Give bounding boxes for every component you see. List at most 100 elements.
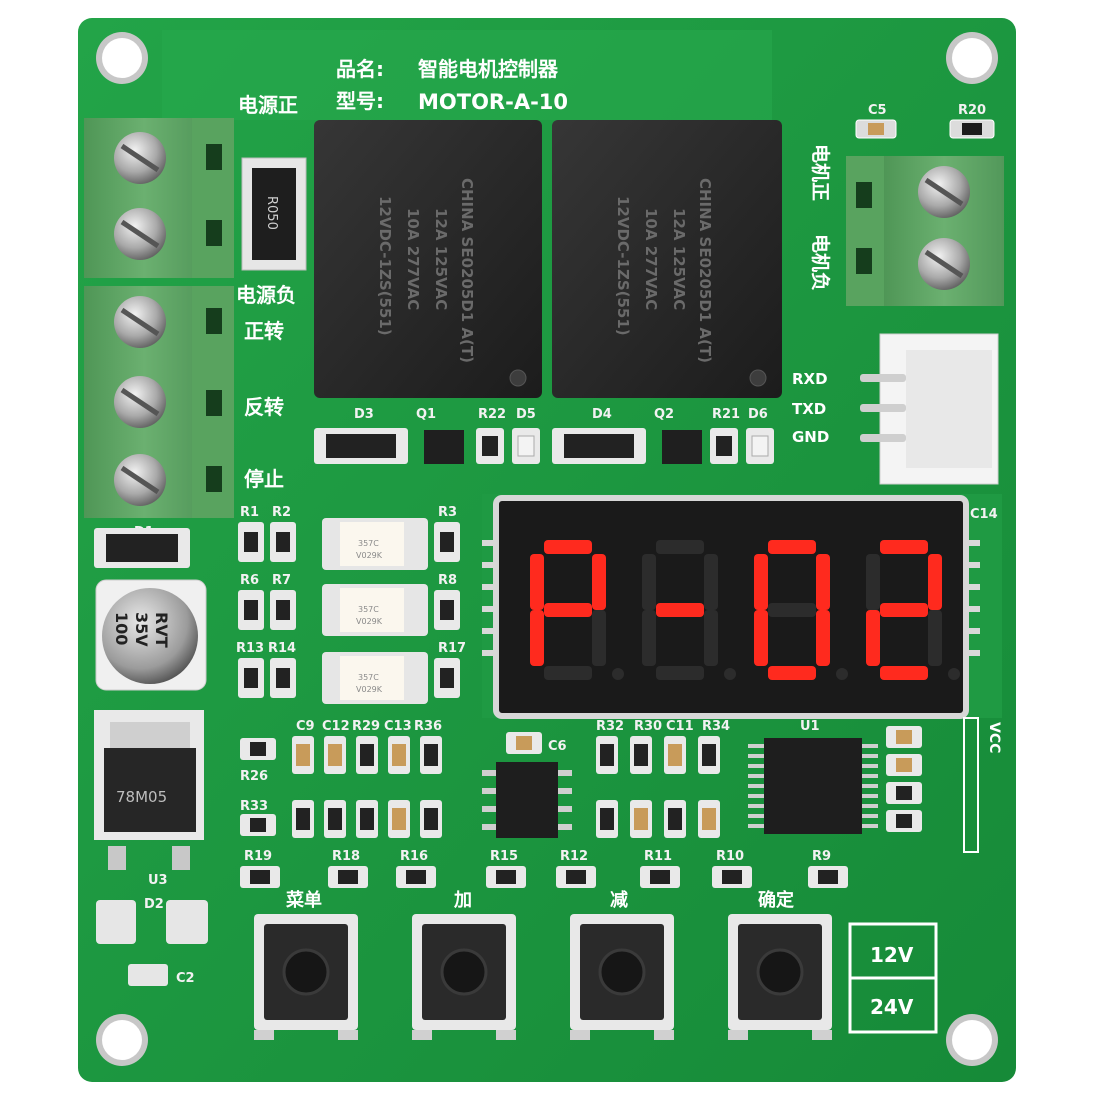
digit-2-segment-a [656, 540, 704, 554]
cap-line3: RVT [152, 612, 171, 648]
display-pins-left [482, 540, 496, 656]
label-r32: R32 [596, 719, 624, 734]
resistor-body [818, 870, 838, 884]
relay-1-line2: 10A 277VAC [404, 208, 422, 310]
resistor-body [722, 870, 742, 884]
opto-resistor-bodies [244, 532, 454, 688]
digit-1-segment-c [592, 610, 606, 666]
label-r36: R36 [414, 719, 442, 734]
label-r22: R22 [478, 407, 506, 422]
relay-2-line3: 12A 125VAC [670, 208, 688, 310]
label-d2: D2 [144, 897, 164, 912]
resistor-body [496, 870, 516, 884]
resistor-body [650, 870, 670, 884]
label-r13: R13 [236, 641, 264, 656]
transistor-q2 [662, 430, 702, 464]
digit-2-segment-b [704, 554, 718, 610]
label-d3: D3 [354, 407, 374, 422]
optocoupler-2: 357C V029K [322, 584, 428, 636]
relay-1: 12VDC-1ZS(551) 10A 277VAC 12A 125VAC CHI… [314, 120, 542, 398]
label-c5: C5 [868, 103, 887, 118]
resistor-body [406, 870, 426, 884]
shunt-resistor-marking: R050 [264, 196, 279, 230]
label-r17: R17 [438, 641, 466, 656]
resistor-body [250, 870, 270, 884]
label-u1: U1 [800, 719, 820, 734]
digit-3-segment-d [768, 666, 816, 680]
digit-3-segment-c [816, 610, 830, 666]
label-c13: C13 [384, 719, 412, 734]
relay-1-line3: 12A 125VAC [432, 208, 450, 310]
label-d4: D4 [592, 407, 612, 422]
op-amp-ic [482, 732, 572, 838]
button-confirm-label: 确定 [758, 889, 794, 911]
svg-text:357C: 357C [358, 673, 379, 682]
voltage-selector-box [848, 922, 938, 1034]
relay-2-line4: CHINA SE0205D1 A(T) [696, 178, 714, 363]
control-terminal-block [84, 286, 234, 518]
relay-1-line4: CHINA SE0205D1 A(T) [458, 178, 476, 363]
digit-4-segment-a [880, 540, 928, 554]
label-r11: R11 [644, 849, 672, 864]
button-plus-label: 加 [453, 890, 472, 911]
label-r6: R6 [240, 573, 259, 588]
label-d5: D5 [516, 407, 536, 422]
label-r14: R14 [268, 641, 296, 656]
diode-d2-right [166, 900, 208, 944]
digit-3-segment-f [754, 554, 768, 610]
regulator-marking: 78M05 [116, 788, 167, 806]
digit-4-segment-e [866, 610, 880, 666]
resistor-body [338, 870, 358, 884]
label-motor-negative: 电机负 [809, 234, 832, 291]
digit-1-segment-e [530, 610, 544, 666]
relay-2-line1: 12VDC-1ZS(551) [614, 196, 632, 336]
display-digits [530, 540, 960, 680]
digit-1-segment-a [544, 540, 592, 554]
mounting-holes [96, 32, 998, 1066]
power-terminal-block [84, 118, 234, 278]
label-stop: 停止 [244, 467, 284, 491]
smd-cluster-left [240, 736, 442, 838]
digit-3-segment-a [768, 540, 816, 554]
relay-2: 12VDC-1ZS(551) 10A 277VAC 12A 125VAC CHI… [552, 120, 782, 398]
optocoupler-1: 357C V029K [322, 518, 428, 570]
button-minus[interactable] [570, 914, 674, 1040]
label-r9: R9 [812, 849, 831, 864]
button-confirm[interactable] [728, 914, 832, 1040]
label-r34: R34 [702, 719, 730, 734]
right-caps-column [886, 717, 979, 853]
label-gnd: GND [792, 428, 829, 446]
label-c12: C12 [322, 719, 350, 734]
shunt-resistor: R050 [241, 157, 307, 271]
digit-2-segment-e [642, 610, 656, 666]
display-pins-right [966, 540, 980, 656]
label-reverse: 反转 [244, 395, 284, 419]
label-d6: D6 [748, 407, 768, 422]
label-c6: C6 [548, 739, 567, 754]
digit-4-segment-c [928, 610, 942, 666]
svg-text:357C: 357C [358, 539, 379, 548]
label-c2: C2 [176, 971, 195, 986]
digit-1-segment-b [592, 554, 606, 610]
label-r29: R29 [352, 719, 380, 734]
voltage-regulator: 78M05 [94, 710, 204, 870]
cap-line1: 100 [112, 612, 131, 645]
svg-text:357C: 357C [358, 605, 379, 614]
cap-c2 [128, 964, 168, 986]
model-label: 型号: [336, 89, 384, 113]
label-r10: R10 [716, 849, 744, 864]
label-r3: R3 [438, 505, 457, 520]
model-number: MOTOR-A-10 [418, 90, 568, 114]
label-24v: 24V [870, 995, 914, 1019]
uart-connector [860, 333, 999, 485]
seven-segment-display [482, 494, 1002, 719]
label-c14: C14 [970, 507, 998, 522]
label-r18: R18 [332, 849, 360, 864]
button-menu[interactable] [254, 914, 358, 1040]
digit-2-segment-c [704, 610, 718, 666]
button-plus[interactable] [412, 914, 516, 1040]
svg-text:V029K: V029K [356, 551, 383, 560]
digit-1-segment-f [530, 554, 544, 610]
label-q1: Q1 [416, 407, 436, 422]
